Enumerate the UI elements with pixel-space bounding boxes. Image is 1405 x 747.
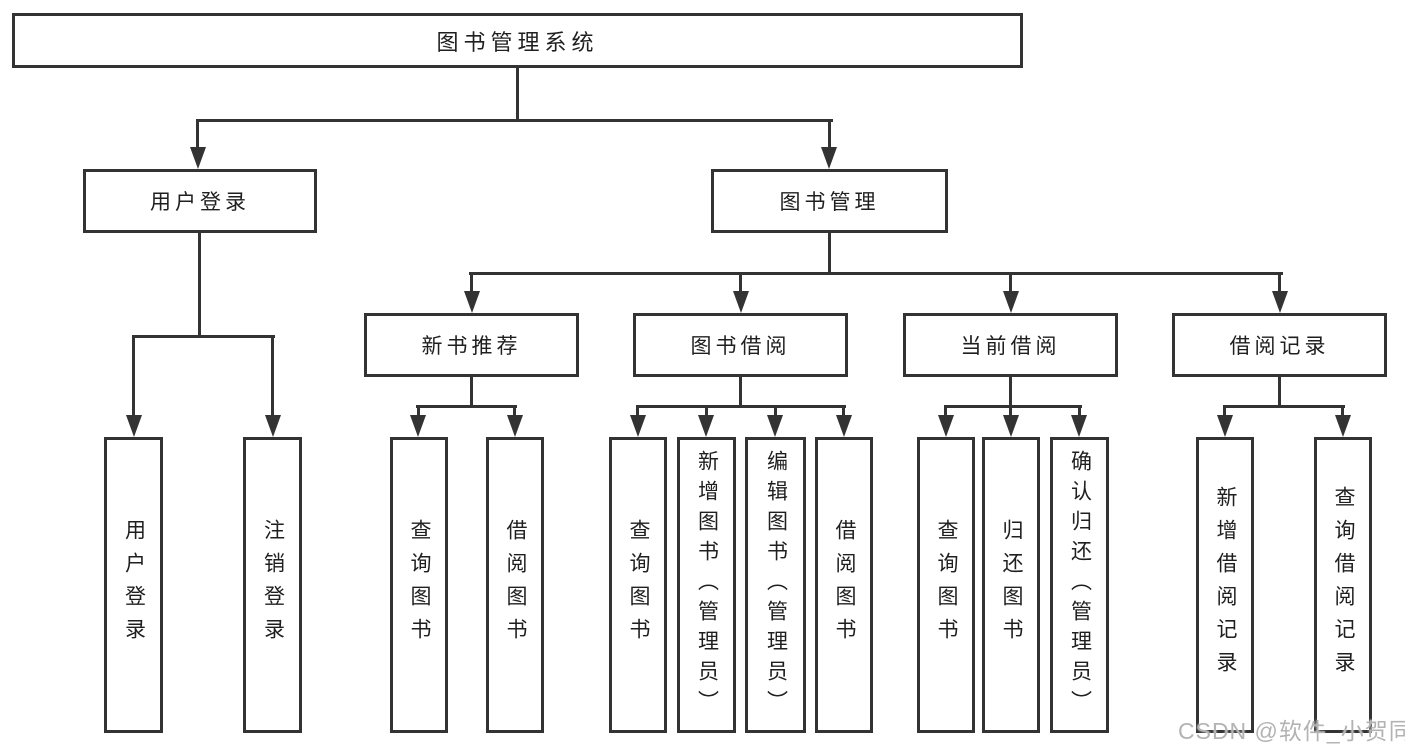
arrow-down-icon [265,415,281,437]
node-borrowmod-borrow-books-label: 借阅图书 [833,519,856,651]
node-book-management: 图书管理 [711,169,948,233]
node-current-query-books: 查询图书 [917,437,975,733]
node-book-borrow-label: 图书借阅 [690,335,791,358]
arrow-down-icon [190,147,206,169]
node-recommend-borrow-books-label: 借阅图书 [504,519,527,651]
node-new-book-recommend: 新书推荐 [364,313,579,377]
node-book-borrow: 图书借阅 [633,313,848,377]
connector-line [705,405,708,415]
connector-line [198,233,201,338]
connector-line [1223,405,1226,415]
arrow-down-icon [1003,291,1019,313]
connector-line [1009,405,1012,415]
node-login-label: 用户登录 [122,519,146,651]
connector-line [1009,377,1012,408]
connector-line [1341,405,1344,415]
node-recommend-query-books: 查询图书 [390,437,448,733]
node-user-login-label: 用户登录 [150,191,250,214]
arrow-down-icon [767,415,783,437]
connector-line [470,272,473,291]
connector-line [774,405,777,415]
arrow-down-icon [630,415,646,437]
arrow-down-icon [464,291,480,313]
node-recommend-borrow-books: 借阅图书 [486,437,544,733]
connector-line [271,335,274,415]
connector-line [739,377,742,408]
node-borrow-records: 借阅记录 [1172,313,1387,377]
arrow-down-icon [698,415,714,437]
arrow-down-icon [507,415,523,437]
node-borrowmod-add-books-admin-label: 新增图书（管理员） [695,450,719,720]
node-root-label: 图书管理系统 [436,29,599,55]
connector-line [470,377,473,408]
node-current-query-books-label: 查询图书 [935,519,958,651]
connector-line [196,119,833,122]
node-records-query-borrow-record-label: 查询借阅记录 [1332,486,1355,684]
connector-line [842,405,845,415]
arrow-down-icon [1335,415,1351,437]
node-new-book-recommend-label: 新书推荐 [421,335,522,358]
node-current-confirm-return-admin: 确认归还（管理员） [1050,437,1109,733]
connector-line [417,405,420,415]
node-borrowmod-borrow-books: 借阅图书 [815,437,873,733]
watermark: CSDN @软件_小贺同学 [1178,718,1405,744]
node-current-borrow-label: 当前借阅 [960,335,1061,358]
connector-line [416,405,517,408]
arrow-down-icon [1071,415,1087,437]
connector-line [1009,272,1012,291]
node-borrowmod-edit-books-admin-label: 编辑图书（管理员） [764,450,788,720]
connector-line [944,405,1082,408]
node-login: 用户登录 [104,437,163,733]
node-borrowmod-query-books: 查询图书 [609,437,667,733]
connector-line [132,335,275,338]
connector-line [739,272,742,291]
arrow-down-icon [733,291,749,313]
connector-line [196,119,199,147]
connector-line [1078,405,1081,415]
node-recommend-query-books-label: 查询图书 [408,519,431,651]
node-borrowmod-edit-books-admin: 编辑图书（管理员） [745,437,806,733]
arrow-down-icon [821,147,837,169]
node-logout: 注销登录 [243,437,302,733]
node-root: 图书管理系统 [12,13,1023,68]
node-user-login: 用户登录 [83,169,317,233]
node-borrow-records-label: 借阅记录 [1229,335,1330,358]
connector-line [1223,405,1345,408]
node-book-management-label: 图书管理 [779,191,880,214]
node-current-return-books-label: 归还图书 [1000,519,1023,651]
connector-line [513,405,516,415]
connector-line [828,233,831,275]
connector-line [828,119,831,147]
connector-line [1278,272,1281,291]
connector-line [944,405,947,415]
node-borrowmod-add-books-admin: 新增图书（管理员） [677,437,736,733]
node-records-add-borrow-record-label: 新增借阅记录 [1214,486,1237,684]
connector-line [132,335,135,415]
arrow-down-icon [1272,291,1288,313]
node-current-borrow: 当前借阅 [903,313,1118,377]
node-current-confirm-return-admin-label: 确认归还（管理员） [1068,450,1092,720]
arrow-down-icon [410,415,426,437]
connector-line [516,68,519,122]
node-borrowmod-query-books-label: 查询图书 [627,519,650,651]
connector-line [636,405,846,408]
node-records-add-borrow-record: 新增借阅记录 [1196,437,1254,733]
arrow-down-icon [1003,415,1019,437]
connector-line [636,405,639,415]
arrow-down-icon [938,415,954,437]
connector-line [469,272,1283,275]
arrow-down-icon [1217,415,1233,437]
node-records-query-borrow-record: 查询借阅记录 [1314,437,1372,733]
node-logout-label: 注销登录 [261,519,285,651]
connector-line [1278,377,1281,408]
arrow-down-icon [836,415,852,437]
node-current-return-books: 归还图书 [982,437,1040,733]
arrow-down-icon [126,415,142,437]
